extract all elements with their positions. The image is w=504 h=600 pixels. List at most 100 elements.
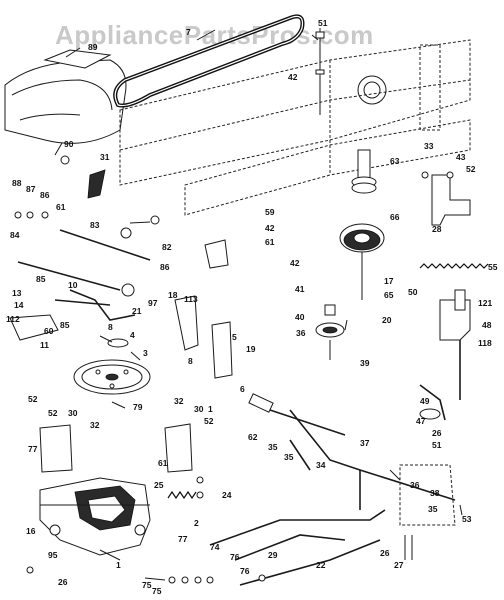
pto-clutch-66: [339, 223, 385, 300]
bracket-28: [431, 174, 471, 226]
callout-36: 36: [296, 328, 306, 338]
brake-rod-assembly: [248, 393, 456, 510]
callout-39: 39: [360, 358, 370, 368]
callout-61c: 61: [158, 458, 168, 468]
callout-118: 118: [478, 338, 492, 348]
callout-85: 85: [36, 274, 46, 284]
hardware-bits: [14, 155, 454, 584]
callout-61b: 61: [265, 237, 275, 247]
callout-13: 13: [12, 288, 22, 298]
spring-55: [419, 263, 489, 269]
callout-10: 10: [68, 280, 78, 290]
callout-82: 82: [162, 242, 172, 252]
callout-31: 31: [100, 152, 110, 162]
pulley-36: [315, 304, 345, 360]
callout-8b: 8: [188, 356, 193, 366]
callout-77: 77: [28, 444, 38, 454]
callout-76: 76: [230, 552, 240, 562]
callout-labels: 89 7 51 42 90 31 63 33 43 52 28 88 87 86…: [6, 18, 498, 596]
callout-49: 49: [420, 396, 430, 406]
callout-14: 14: [14, 300, 24, 310]
callout-32b: 32: [174, 396, 184, 406]
pulley-47: [419, 408, 441, 420]
callout-4: 4: [130, 330, 135, 340]
callout-22: 22: [316, 560, 326, 570]
callout-79: 79: [133, 402, 143, 412]
callout-52: 52: [466, 164, 476, 174]
callout-28: 28: [432, 224, 442, 234]
callout-85b: 85: [60, 320, 70, 330]
chassis-frame: [119, 39, 471, 216]
callout-21: 21: [132, 306, 142, 316]
callout-86b: 86: [160, 262, 170, 272]
shift-linkage: [17, 215, 160, 321]
callout-30b: 30: [194, 404, 204, 414]
brake-rod-22: [209, 509, 386, 586]
transaxle-1: [39, 477, 151, 556]
callout-2: 2: [194, 518, 199, 528]
callout-35c: 35: [428, 504, 438, 514]
callout-5: 5: [232, 332, 237, 342]
callout-63: 63: [390, 156, 400, 166]
callout-75: 75: [142, 580, 152, 590]
callout-26c: 26: [380, 548, 390, 558]
callout-36b: 36: [410, 480, 420, 490]
callout-66: 66: [390, 212, 400, 222]
callout-26: 26: [432, 428, 442, 438]
callout-18: 18: [168, 290, 178, 300]
callout-50: 50: [408, 287, 418, 297]
callout-47: 47: [416, 416, 426, 426]
callout-51b: 51: [432, 440, 442, 450]
callout-51: 51: [318, 18, 328, 28]
callout-95: 95: [48, 550, 58, 560]
callout-121: 121: [478, 298, 492, 308]
callout-76b: 76: [240, 566, 250, 576]
callout-55: 55: [488, 262, 498, 272]
callout-59: 59: [265, 207, 275, 217]
callout-62: 62: [248, 432, 258, 442]
drive-belt: [113, 14, 305, 108]
callout-30: 30: [68, 408, 78, 418]
callout-29: 29: [268, 550, 278, 560]
callout-52d: 52: [204, 416, 214, 426]
bracket-48: [419, 289, 471, 421]
idler-pulley-63: [351, 149, 377, 194]
callout-86: 86: [40, 190, 50, 200]
callout-112: 112: [6, 314, 20, 324]
callout-77b: 77: [178, 534, 188, 544]
callout-42b: 42: [265, 223, 275, 233]
callout-87: 87: [26, 184, 36, 194]
fan-4: [107, 338, 129, 348]
callout-52b: 52: [28, 394, 38, 404]
bracket-30-left: [39, 424, 73, 473]
callout-40: 40: [295, 312, 305, 322]
bracket-5: [211, 321, 233, 379]
callout-48: 48: [482, 320, 492, 330]
leader-lines: [54, 29, 463, 581]
callout-34: 34: [316, 460, 326, 470]
callout-61: 61: [56, 202, 66, 212]
callout-26b: 26: [58, 577, 68, 587]
bracket-30-center: [164, 423, 193, 473]
callout-42: 42: [288, 72, 298, 82]
callout-75b: 75: [152, 586, 162, 596]
callout-8: 8: [108, 322, 113, 332]
bolt-stack-51: [315, 28, 325, 115]
callout-53: 53: [462, 514, 472, 524]
callout-65: 65: [384, 290, 394, 300]
callout-97: 97: [148, 298, 158, 308]
bracket-31: [87, 169, 106, 199]
callout-25: 25: [154, 480, 164, 490]
callout-84: 84: [10, 230, 20, 240]
transmission-pulley-3: [73, 359, 151, 395]
callout-1: 1: [208, 404, 213, 414]
callout-113: 113: [184, 294, 198, 304]
fender-outline: [4, 59, 127, 144]
callout-90: 90: [64, 139, 74, 149]
callout-17: 17: [384, 276, 394, 286]
callout-38: 38: [430, 488, 440, 498]
callout-42c: 42: [290, 258, 300, 268]
callout-32: 32: [90, 420, 100, 430]
bracket-56: [204, 239, 229, 269]
